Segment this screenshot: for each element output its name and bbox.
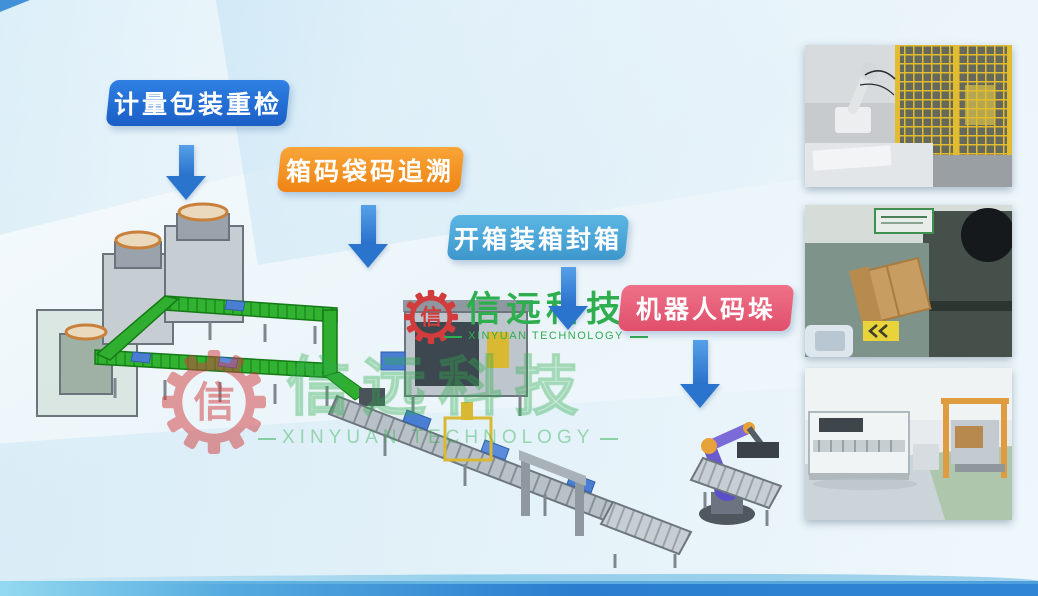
callout-label: 开箱装箱封箱	[453, 225, 622, 254]
production-line-illustration	[36, 202, 783, 568]
cardboard-box-shape	[848, 256, 932, 326]
callout-label: 机器人码垛	[635, 296, 776, 324]
corner-accent-triangle	[0, 0, 30, 12]
callout-robot-palletizing: 机器人码垛	[617, 285, 795, 331]
callout-box-bag-code-tracing: 箱码袋码追溯	[276, 147, 465, 192]
callout-open-pack-seal-box: 开箱装箱封箱	[446, 215, 630, 260]
callout-metering-packaging-recheck: 计量包装重检	[105, 80, 291, 126]
warning-label	[863, 321, 899, 341]
robot-arm-shape	[835, 62, 896, 133]
photo-robot-palletizing-cell	[805, 45, 1012, 187]
labeling-station	[443, 402, 493, 462]
down-arrow-icon	[680, 340, 720, 408]
bottom-wave-bar	[0, 574, 1038, 596]
photo-carton-erecting-machine	[805, 205, 1012, 357]
checkweigher-machine	[380, 300, 533, 416]
pallet-conveyors	[599, 442, 783, 568]
case-packer-machine	[808, 411, 910, 480]
orange-frame-machine	[941, 398, 1009, 478]
callout-label: 箱码袋码追溯	[286, 157, 455, 186]
photo-case-packing-line	[805, 368, 1012, 520]
down-arrow-icon	[348, 205, 388, 268]
down-arrow-icon	[548, 267, 588, 330]
roller-conveyor	[327, 394, 645, 534]
down-arrow-icon	[166, 145, 206, 200]
sealing-station	[519, 450, 586, 536]
callout-label: 计量包装重检	[113, 91, 282, 119]
